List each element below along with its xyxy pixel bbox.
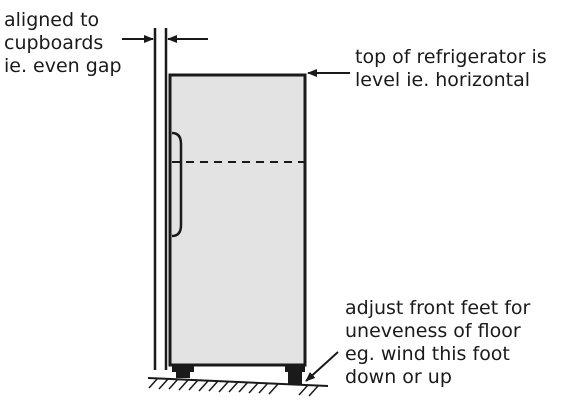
label-gap-line: aligned to (4, 9, 100, 31)
refrigerator-body (168, 73, 307, 367)
label-top-line: top of refrigerator is (355, 46, 547, 68)
label-top-level: top of refrigerator is level ie. horizon… (355, 46, 547, 92)
door-handle (171, 131, 183, 238)
label-feet-line: adjust front feet for (345, 297, 531, 319)
label-gap-line: ie. even gap (4, 55, 122, 77)
rear-foot (172, 366, 194, 372)
front-foot-stem (288, 372, 302, 384)
label-adjust-feet: adjust front feet for uneveness of floor… (345, 297, 530, 389)
label-top-line: level ie. horizontal (355, 69, 531, 91)
feet-adjust-arrow (305, 351, 339, 382)
label-gap-line: cupboards (4, 32, 104, 54)
label-feet-line: down or up (345, 366, 452, 388)
label-feet-line: uneveness of floor (345, 320, 521, 342)
label-even-gap: aligned to cupboards ie. even gap (4, 9, 122, 78)
rear-foot-base (176, 372, 190, 378)
floor-hatching (148, 377, 319, 397)
label-feet-line: eg. wind this foot (345, 343, 510, 365)
front-foot (285, 366, 305, 372)
